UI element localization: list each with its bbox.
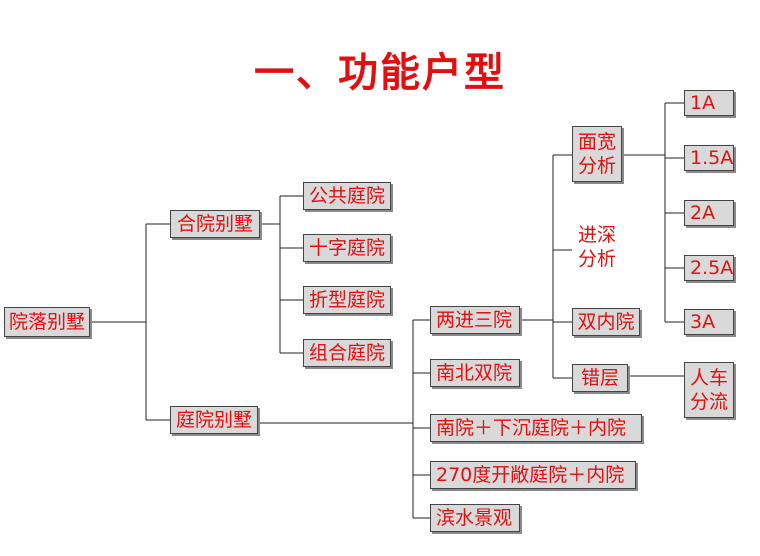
node-shuang-neiyuan: 双内院: [572, 308, 640, 336]
node-nanyuan-xiachen-neiyuan: 南院＋下沉庭院＋内院: [430, 414, 642, 442]
node-nanbei-shuangyuan: 南北双院: [430, 359, 520, 387]
node-2a: 2A: [684, 200, 734, 226]
node-mianquan-fenxi: 面宽 分析: [572, 126, 622, 182]
node-jinshen-fenxi: 进深 分析: [572, 222, 622, 278]
node-2-5a: 2.5A: [684, 255, 734, 281]
node-gonggong-tingyuan: 公共庭院: [303, 182, 391, 210]
root-suffix: 别墅: [47, 311, 86, 333]
node-renche-fenliu: 人车 分流: [684, 362, 734, 418]
node-zuhe-tingyuan: 组合庭院: [303, 339, 391, 367]
node-cuoceng: 错层: [572, 364, 628, 392]
node-zhexing-tingyuan: 折型庭院: [303, 286, 391, 314]
node-liangjin-sanyuan: 两进三院: [430, 306, 520, 334]
tingyuan-suffix: 别墅: [214, 409, 253, 431]
node-tingyuan-bieshu: 庭院别墅: [170, 406, 258, 434]
node-1a: 1A: [684, 90, 734, 116]
node-270-kaichang-neiyuan: 270度开敞庭院＋内院: [430, 461, 636, 489]
page-title: 一、功能户型: [254, 50, 506, 96]
node-shizi-tingyuan: 十字庭院: [303, 234, 391, 262]
node-binshui-jingguan: 滨水景观: [430, 504, 520, 532]
node-1-5a: 1.5A: [684, 145, 734, 171]
node-3a: 3A: [684, 309, 734, 335]
tingyuan-prefix: 庭院: [175, 409, 214, 431]
root-prefix: 院落: [8, 311, 47, 333]
node-heyuan-bieshu: 合院别墅: [170, 210, 260, 238]
node-yuanluo-bieshu: 院落别墅: [4, 307, 90, 337]
